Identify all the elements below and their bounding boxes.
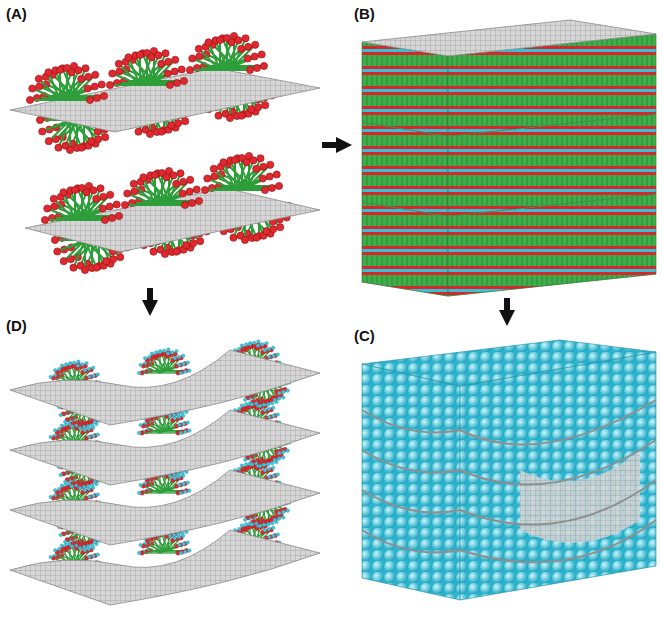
panel-label: (C): [352, 326, 377, 345]
panel-a-art: [10, 32, 320, 273]
panel-label: (A): [4, 4, 29, 23]
panel: (B): [352, 4, 658, 298]
panel: (A): [4, 4, 322, 288]
panel-b-art: [362, 20, 656, 296]
process-arrow: [504, 298, 510, 310]
panel-c-art: [362, 340, 656, 600]
process-arrow: [322, 142, 336, 148]
panel: (C): [352, 326, 658, 618]
panel-d-art: [10, 340, 320, 605]
panel-label: (D): [4, 316, 29, 335]
panel: (D): [4, 316, 322, 618]
process-arrow: [147, 288, 153, 300]
panel-label: (B): [352, 4, 377, 23]
